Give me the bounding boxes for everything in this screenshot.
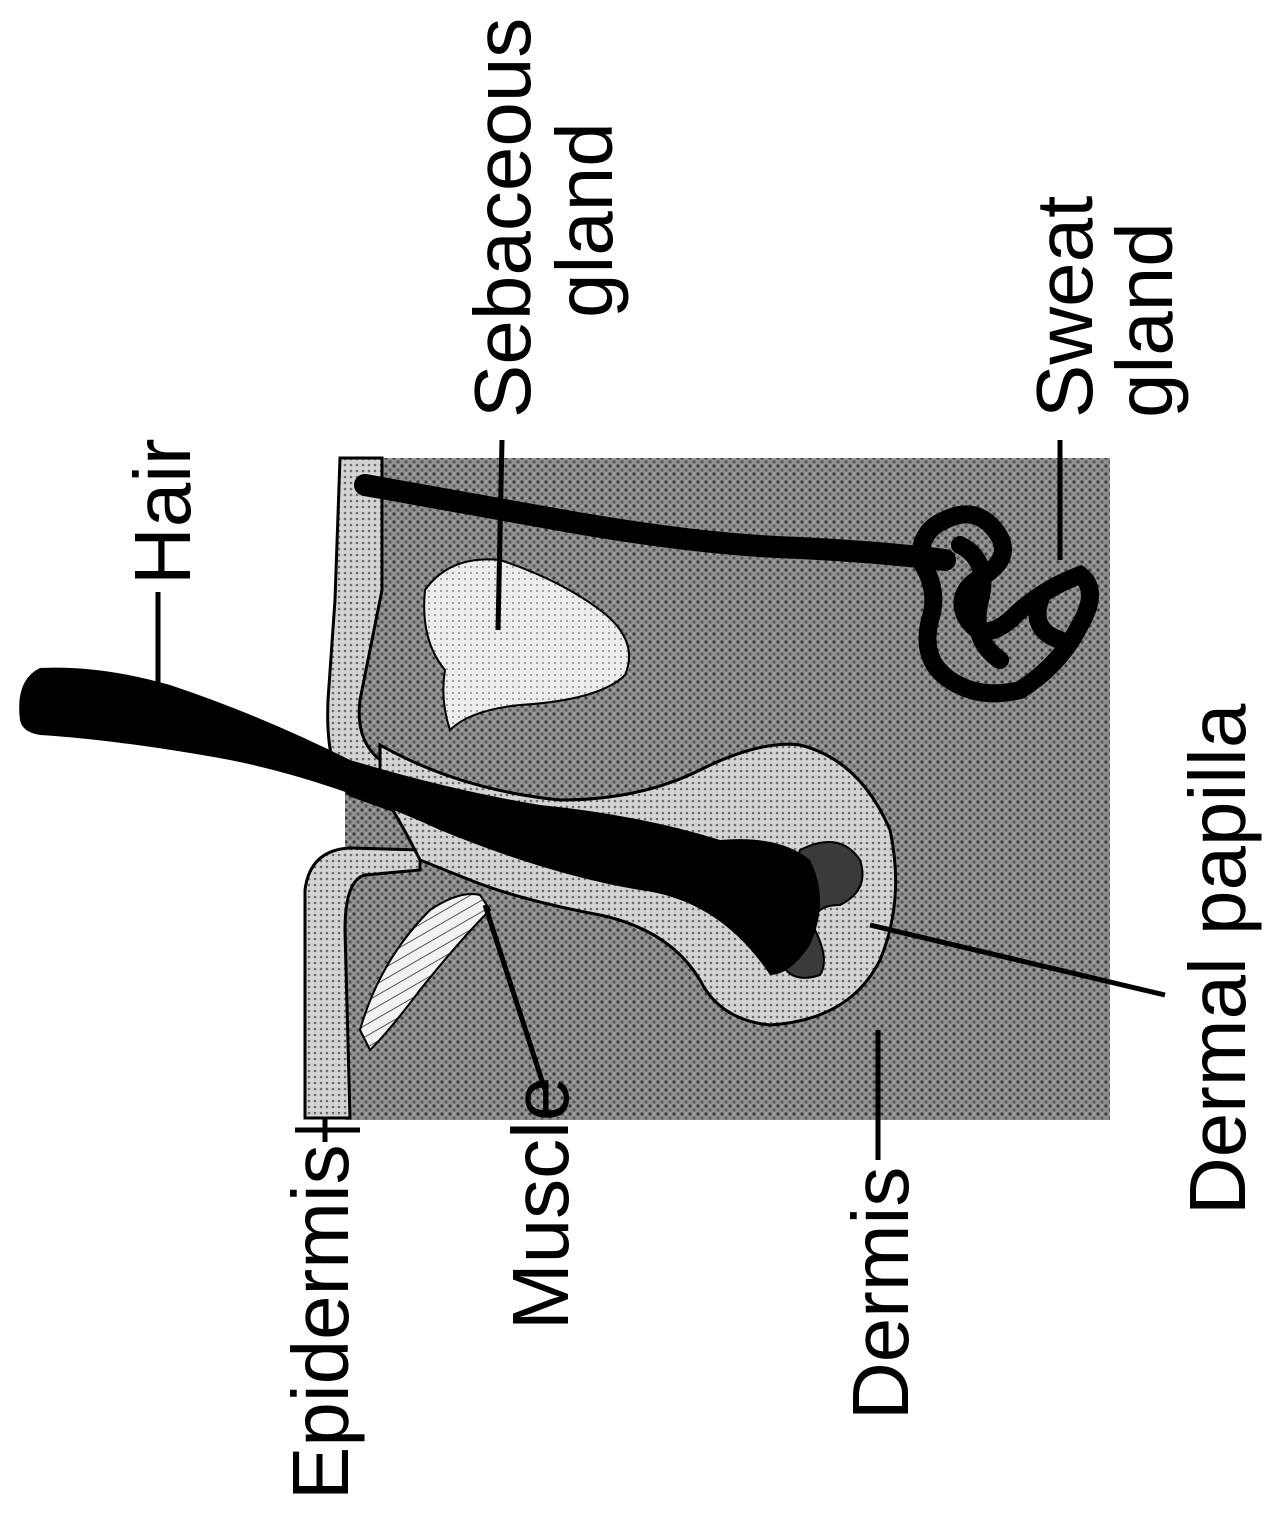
dermal-papilla-label: Dermal papilla (1173, 703, 1262, 1215)
epidermis-label: Epidermis (276, 1144, 365, 1500)
hair-label: Hair (118, 438, 207, 585)
dermis-label: Dermis (836, 1167, 925, 1420)
sebaceous-label-line2: gland (540, 122, 629, 318)
sweat-label-line1: Sweat (1020, 196, 1109, 418)
sweat-label-line2: gland (1100, 222, 1189, 418)
muscle-label: Muscle (496, 1077, 585, 1330)
sebaceous-label-line1: Sebaceous (458, 18, 547, 418)
